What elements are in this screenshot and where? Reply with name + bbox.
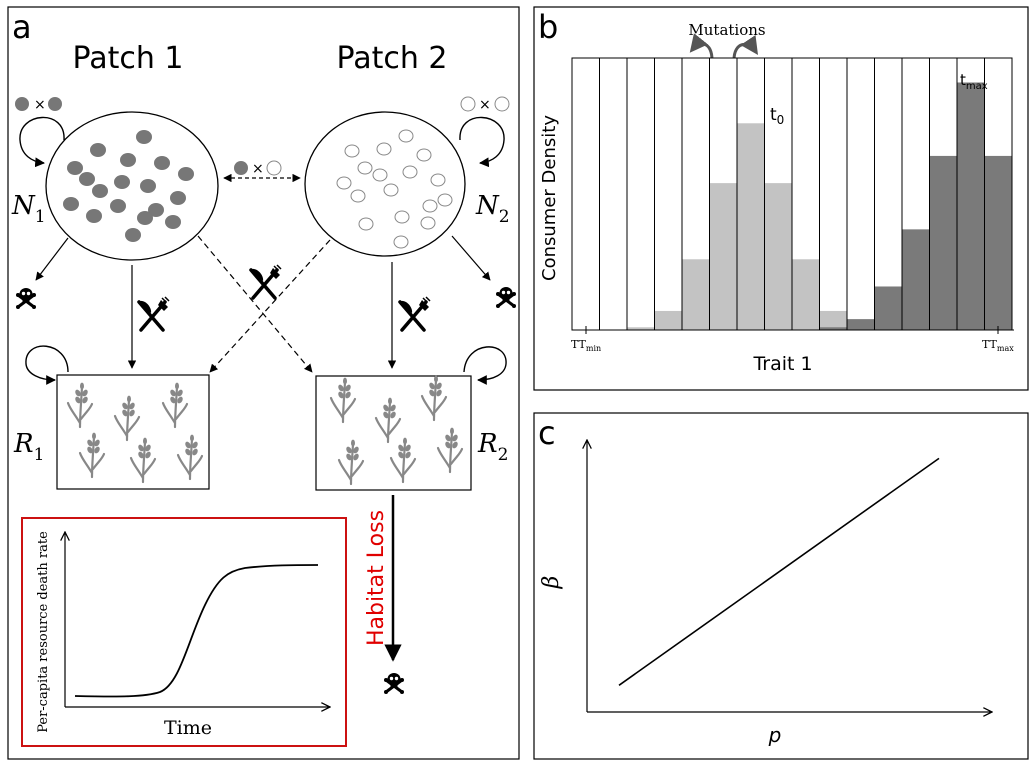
panel-b-ylabel: Consumer Density [539,115,560,281]
svg-text:×: × [34,97,46,113]
density-bar-s2-bin-12 [875,286,902,330]
density-bar-s2-bin-11 [847,319,874,330]
density-bar-s2-bin-14 [930,155,957,330]
panel-c-line [618,457,940,686]
panel-c-frame [533,412,1029,760]
n1-death-arrow [35,237,69,281]
tmax-label: tmax [960,71,988,92]
panel-b-frame [533,6,1029,391]
n1-skull-icon [14,286,38,311]
density-bars [571,57,1013,331]
patch2-title: Patch 2 [336,41,447,76]
tt-max-label: TTmax [982,338,1014,353]
density-bar-s1-bin-7 [737,123,764,330]
death-rate-inset: Per-capita resource death rate Time [21,517,347,747]
n1-loop-arrow-icon [19,116,65,168]
trait-bin-3 [626,57,655,331]
r1-label: R1 [13,429,44,465]
n2-loop-arrow-icon [459,116,505,168]
t0-label: t0 [770,105,784,127]
density-bar-s2-bin-10 [820,327,847,330]
trait-bin-2 [599,57,628,331]
mutations-label: Mutations [688,21,765,39]
n1-label: N1 [11,191,46,227]
density-bar-s1-bin-8 [765,183,792,330]
panel-c-letter: c [538,414,556,452]
svg-text:×: × [252,161,264,177]
n2-skull-icon [494,285,518,310]
r1-resource-box [56,374,210,490]
n2-death-arrow [451,235,491,281]
patch1-consumer-population [45,111,219,261]
r2-loop-arrow-icon [463,346,507,385]
patch2-consumer-population [304,111,466,257]
patch1-fork-knife-icon [137,295,171,332]
patch1-mating-legend: × [15,97,62,113]
trait-bin-4 [654,57,683,331]
panel-a-frame [7,6,520,760]
r2-resource-box [315,374,472,491]
trait-bin-10 [819,57,848,331]
trait-bin-1 [571,57,600,331]
inset-xlabel: Time [164,717,212,739]
density-bar-s1-bin-10 [820,310,847,330]
panel-c-xlabel: p [768,723,782,747]
between-patch-mating-legend: × [234,160,282,177]
r2-label: R2 [477,429,508,465]
density-bar-s1-bin-5 [682,259,709,330]
patch1-title: Patch 1 [72,41,183,76]
density-bar-s1-bin-4 [655,310,682,330]
mutation-right-arrow-icon [732,35,758,61]
density-bar-s2-bin-15 [957,82,984,330]
patch2-mating-legend: × [460,96,510,113]
density-bar-s2-bin-13 [902,229,929,330]
svg-text:×: × [479,97,491,113]
habitat-loss-skull-icon [382,671,406,696]
cross-feeding-arrow-2-to-1 [209,239,331,373]
panel-c-ylabel: β [539,576,564,590]
panel-a-letter: a [12,8,32,46]
r1-loop-arrow-icon [25,345,69,385]
density-bar-s1-bin-6 [710,183,737,330]
panel-b-letter: b [538,8,558,46]
patch2-fork-knife-icon [398,295,432,332]
density-bar-s1-bin-3 [627,327,654,330]
trait-bin-12 [874,57,903,331]
tt-min-label: TTmin [571,338,601,353]
habitat-loss-label: Habitat Loss [364,510,389,646]
trait-bin-11 [846,57,875,331]
density-bar-s2-bin-16 [985,155,1012,330]
cross-feeding-arrow-1-to-2 [197,235,313,373]
panel-b-xlabel: Trait 1 [752,353,812,375]
mutation-left-arrow-icon [689,33,714,61]
density-bar-s1-bin-9 [792,259,819,330]
inset-ylabel: Per-capita resource death rate [36,531,51,733]
n2-label: N2 [475,191,510,227]
cross-fork-knife-icon [249,263,283,300]
